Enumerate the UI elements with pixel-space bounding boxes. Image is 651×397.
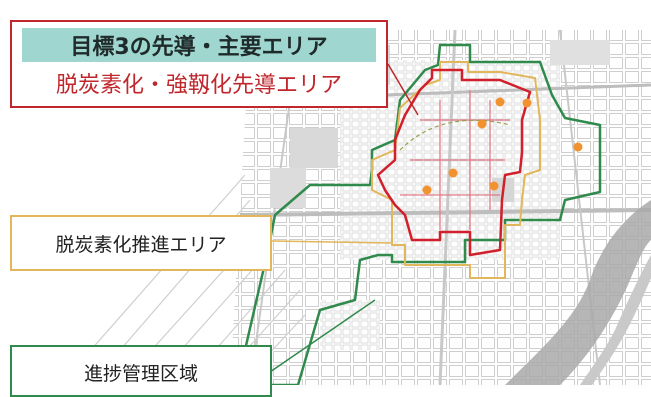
river [505, 200, 651, 385]
lead-area-boundary [376, 68, 532, 257]
progress-area-label: 進捗管理区域 [83, 363, 198, 385]
promotion-area-label: 脱炭素化推進エリア [55, 233, 227, 256]
facility-point [573, 142, 583, 152]
facility-point [448, 168, 458, 178]
lead-area-title: 目標3の先導・主要エリア [22, 28, 376, 62]
lead-area-callout: 目標3の先導・主要エリア 脱炭素化・強靱化先導エリア [10, 20, 388, 108]
promotion-area-callout: 脱炭素化推進エリア [10, 215, 272, 271]
facility-point [522, 98, 532, 108]
facility-point [495, 97, 505, 107]
city-map [59, 30, 651, 385]
facility-points [422, 97, 583, 195]
facility-point [422, 185, 432, 195]
district-lines [400, 90, 510, 230]
progress-area-callout: 進捗管理区域 [10, 345, 272, 397]
facility-point [477, 119, 487, 129]
lead-area-subtitle: 脱炭素化・強靱化先導エリア [55, 73, 342, 98]
planned-route-line [399, 119, 511, 151]
facility-point [489, 181, 499, 191]
leader-lines [269, 63, 419, 373]
